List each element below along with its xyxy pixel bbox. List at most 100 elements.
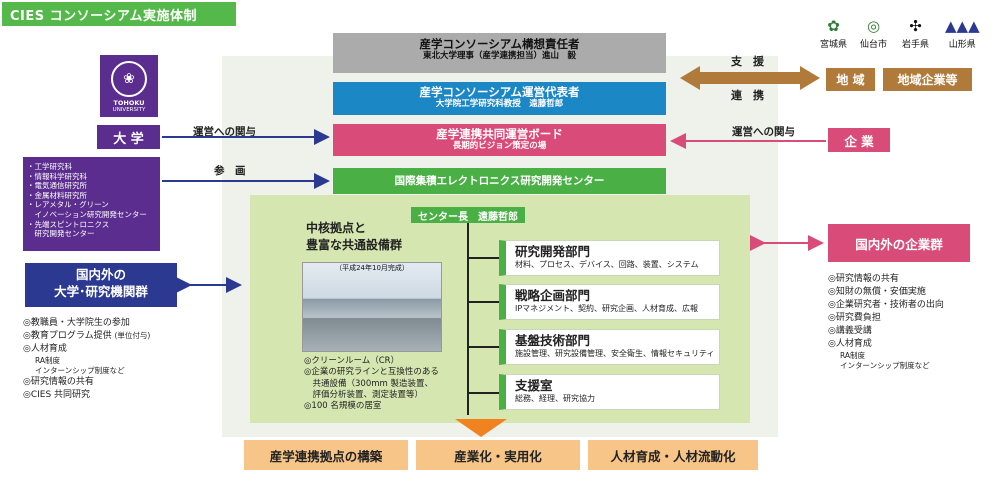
corp-note: ◎企業研究者・技術者の出向 bbox=[828, 300, 944, 311]
dept-strategy: 戦略企画部門 IPマネジメント、契約、研究企画、人材育成、広報 bbox=[499, 284, 720, 320]
institute-item: ・工学研究科 bbox=[27, 162, 72, 171]
univ-note: ◎教職員・大学院生の参加 bbox=[23, 318, 130, 328]
dept-name: 支援室 bbox=[515, 378, 553, 393]
pref-iwate: ✣ 岩手県 bbox=[902, 16, 929, 50]
org-line-branch bbox=[467, 301, 499, 303]
center-box: 国際集積エレクトロニクス研究開発センター bbox=[333, 168, 666, 194]
board-sub: 長期的ビジョン策定の場 bbox=[452, 141, 547, 152]
univ-note: ◎教育プログラム提供 bbox=[23, 331, 112, 342]
mgmt-left-label: 運営への関与 bbox=[193, 126, 256, 138]
corporate-notes: ◎研究情報の共有 ◎知財の無償・安価実施 ◎企業研究者・技術者の出向 ◎研究費負… bbox=[828, 273, 998, 371]
pref-label: 仙台市 bbox=[860, 40, 888, 50]
corp-note: ◎研究費負担 bbox=[828, 313, 881, 324]
org-line-branch bbox=[467, 392, 499, 394]
university-box: 大 学 bbox=[97, 125, 160, 149]
univ-note-edu: ◎教育プログラム提供 (単位付与) bbox=[23, 330, 223, 343]
facility-heading: 中核拠点と 豊富な共通設備群 bbox=[306, 220, 402, 254]
yamagata-emblem-icon: ▲▲▲ bbox=[945, 17, 980, 35]
univ-note-sub: インターンシップ制度など bbox=[35, 365, 125, 375]
facility-note: ◎企業の研究ラインと互換性のある bbox=[304, 367, 439, 378]
logo-sub: UNIVERSITY bbox=[112, 107, 146, 113]
institute-item: ・レアメタル・グリーン bbox=[27, 200, 109, 210]
university-notes: ◎教職員・大学院生の参加 ◎教育プログラム提供 (単位付与) ◎人材育成 RA制… bbox=[23, 317, 223, 402]
corporate-box: 企 業 bbox=[828, 128, 890, 152]
cooperate-label: 連 携 bbox=[731, 89, 764, 102]
board-box: 産学連携共同運営ボード 長期的ビジョン策定の場 bbox=[333, 124, 666, 156]
participate-label: 参 画 bbox=[214, 165, 246, 177]
corp-note: ◎講義受講 bbox=[828, 326, 872, 337]
universities-group-box: 国内外の 大学･研究機関群 bbox=[25, 263, 177, 307]
director-label: センター長 遠藤哲郎 bbox=[411, 207, 525, 223]
institute-item: ・金属材料研究所 bbox=[27, 190, 87, 200]
dept-rnd: 研究開発部門 材料、プロセス、デバイス、回路、装置、システム bbox=[499, 240, 720, 276]
outcome-hub: 産学連携拠点の構築 bbox=[244, 440, 408, 470]
univ-note-sub: RA制度 bbox=[35, 356, 61, 366]
dept-support: 支援室 総務、経理、研究協力 bbox=[499, 374, 720, 410]
facility-heading-line: 中核拠点と bbox=[306, 221, 367, 235]
page-title: CIES コンソーシアム実施体制 bbox=[2, 2, 236, 26]
support-label: 支 援 bbox=[731, 55, 764, 68]
institute-item: イノベーション研究開発センター bbox=[27, 209, 147, 219]
dept-name: 基盤技術部門 bbox=[515, 333, 591, 348]
facility-note: 共通設備（300mm 製造装置、 bbox=[304, 378, 434, 389]
building-photo bbox=[302, 262, 442, 352]
supervisor-box: 産学コンソーシアム構想責任者 東北大学理事（産学連携担当）進山 毅 bbox=[333, 33, 666, 73]
dept-desc: IPマネジメント、契約、研究企画、人材育成、広報 bbox=[515, 304, 699, 313]
pref-yamagata: ▲▲▲ 山形県 bbox=[945, 16, 980, 50]
institute-item: ・電気通信研究所 bbox=[27, 181, 87, 191]
dept-desc: 総務、経理、研究協力 bbox=[515, 394, 595, 403]
representative-box: 産学コンソーシアム運営代表者 大学院工学研究科教授 遠藤哲郎 bbox=[333, 82, 666, 115]
facility-notes: ◎クリーンルーム（CR） ◎企業の研究ラインと互換性のある 共通設備（300mm… bbox=[304, 356, 464, 412]
outcome-arrow bbox=[455, 419, 507, 437]
univ-note: ◎人材育成 bbox=[23, 344, 67, 355]
facility-note: ◎100 名規模の居室 bbox=[304, 401, 382, 412]
pref-label: 岩手県 bbox=[902, 40, 930, 50]
representative-name: 大学院工学研究科教授 遠藤哲郎 bbox=[435, 99, 564, 110]
outcome-hr: 人材育成・人材流動化 bbox=[588, 440, 758, 470]
corp-note-sub: インターンシップ制度など bbox=[840, 361, 930, 371]
corp-note: ◎人材育成 bbox=[828, 339, 872, 350]
mgmt-right-label: 運営への関与 bbox=[732, 126, 795, 138]
arrow-region-link bbox=[680, 66, 820, 90]
photo-caption: （平成24年10月完成） bbox=[335, 264, 409, 272]
outcome-industrialization: 産業化・実用化 bbox=[416, 440, 580, 470]
corporate-group-box: 国内外の企業群 bbox=[828, 224, 970, 262]
logo-text: TOHOKU bbox=[113, 99, 145, 107]
board-title: 産学連携共同運営ボード bbox=[436, 127, 563, 141]
corp-note: ◎知財の無償・安価実施 bbox=[828, 287, 926, 298]
univ-note-suffix: (単位付与) bbox=[114, 331, 151, 341]
univ-note: ◎CIES 共同研究 bbox=[23, 389, 91, 400]
org-line-branch bbox=[467, 257, 499, 259]
pref-label: 山形県 bbox=[948, 40, 976, 50]
pref-miyagi: ✿ 宮城県 bbox=[820, 16, 847, 50]
representative-title: 産学コンソーシアム運営代表者 bbox=[419, 85, 580, 99]
dept-name: 戦略企画部門 bbox=[515, 288, 591, 303]
iwate-emblem-icon: ✣ bbox=[909, 17, 922, 35]
institutes-box: ・工学研究科 ・情報科学研究科 ・電気通信研究所 ・金属材料研究所 ・レアメタル… bbox=[23, 157, 160, 251]
corp-note-sub: RA制度 bbox=[840, 351, 866, 361]
facility-heading-line: 豊富な共通設備群 bbox=[306, 237, 403, 252]
group-line: 大学･研究機関群 bbox=[54, 283, 148, 299]
pref-label: 宮城県 bbox=[820, 40, 848, 50]
crest-icon: ❀ bbox=[111, 61, 147, 97]
dept-name: 研究開発部門 bbox=[515, 244, 591, 259]
supervisor-name: 東北大学理事（産学連携担当）進山 毅 bbox=[422, 51, 576, 62]
facility-note: 評価分析装置、測定装置等） bbox=[304, 389, 424, 400]
dept-desc: 材料、プロセス、デバイス、回路、装置、システム bbox=[515, 260, 699, 269]
institute-item: 研究開発センター bbox=[27, 229, 95, 239]
dept-infrastructure: 基盤技術部門 施設管理、研究設備管理、安全衛生、情報セキュリティ bbox=[499, 329, 720, 365]
tohoku-logo: ❀ TOHOKU UNIVERSITY bbox=[100, 55, 158, 117]
org-line-branch bbox=[467, 346, 499, 348]
dept-desc: 施設管理、研究設備管理、安全衛生、情報セキュリティ bbox=[515, 349, 715, 358]
region-box: 地 域 bbox=[826, 68, 875, 91]
facility-note: ◎クリーンルーム（CR） bbox=[304, 356, 400, 366]
sendai-emblem-icon: ◎ bbox=[866, 17, 881, 35]
institute-item: ・先端スピントロニクス bbox=[27, 219, 110, 229]
corp-note: ◎研究情報の共有 bbox=[828, 274, 899, 284]
miyagi-emblem-icon: ✿ bbox=[827, 17, 840, 35]
univ-note: ◎研究情報の共有 bbox=[23, 376, 94, 387]
group-line: 国内外の bbox=[75, 267, 126, 282]
pref-sendai: ◎ 仙台市 bbox=[860, 16, 887, 50]
org-line-vertical bbox=[467, 223, 469, 415]
